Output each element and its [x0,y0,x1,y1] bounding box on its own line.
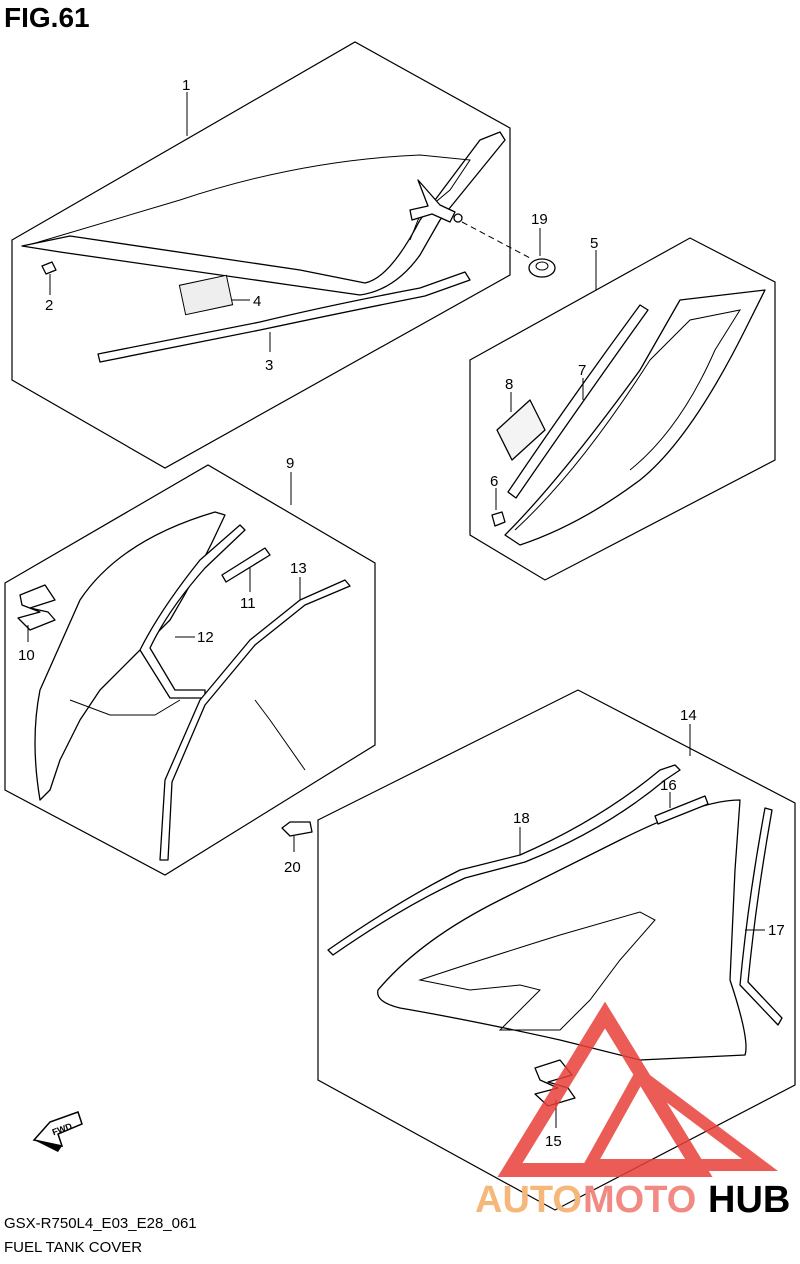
part-20-clip [281,821,313,852]
watermark-moto: MOTO [583,1179,696,1221]
callout-14: 14 [680,707,697,724]
part-9-cover [34,511,226,801]
watermark-logo [497,1001,778,1177]
dash-line-19 [461,221,531,259]
part-12-trim [139,524,246,699]
callout-2: 2 [45,297,53,314]
callout-12: 12 [197,629,214,646]
callout-13: 13 [290,560,307,577]
callout-1: 1 [182,77,190,94]
part-3-strip [97,271,471,363]
part-13-return [254,699,306,771]
part-11-strip [221,547,271,583]
model-code: GSX-R750L4_E03_E28_061 [4,1215,197,1232]
callout-8: 8 [505,376,513,393]
callout-5: 5 [590,235,598,252]
part-14-cover [377,799,747,1061]
logo-triangle-inner [579,1066,778,1171]
callout-10: 10 [18,647,35,664]
panel-outline-1 [11,41,511,469]
part-9-inner-line [69,699,181,716]
part-7-strip [507,304,649,499]
part-13-trim [159,579,351,861]
panel-group-14 [317,689,796,1211]
part-18-strip [327,764,681,956]
part-6-clip [491,511,506,527]
callout-11: 11 [240,595,256,612]
part-1-bracket [409,179,456,223]
callout-20: 20 [284,859,301,876]
part-10-emblem [17,584,56,631]
part-14-inner-line [418,911,656,1031]
part-8-pad [496,399,546,461]
panel-group-9 [4,464,376,876]
part-1-cover-frame [21,131,506,296]
callout-9: 9 [286,455,294,472]
callout-3: 3 [265,357,273,374]
watermark-auto: AUTO [475,1179,582,1221]
callout-19: 19 [531,211,548,228]
panel-group-5 [469,237,776,581]
part-17-trim [739,807,783,1026]
part-5-side-cover [504,289,766,546]
panel-outline-14 [317,689,796,1211]
section-name: FUEL TANK COVER [4,1239,143,1256]
callout-7: 7 [578,362,586,379]
part-1-bolt [453,213,463,223]
panel-group-1 [11,41,531,469]
part-2-clip [41,261,57,275]
callout-6: 6 [490,473,498,490]
callout-15: 15 [545,1133,562,1150]
part-5-inner-line [514,309,742,531]
part-16-strip [654,795,709,825]
panel-outline-5 [469,237,776,581]
part-1-inner-line [31,154,471,245]
callout-4: 4 [253,293,261,310]
callout-18: 18 [513,810,530,827]
watermark-hub: HUB [708,1179,790,1221]
panel-outline-9 [4,464,376,876]
callout-16: 16 [660,777,677,794]
figure-title: FIG.61 [4,2,90,33]
callout-17: 17 [768,922,785,939]
part-19-grommet [528,228,556,278]
part-4-mesh-pad [178,274,234,316]
fwd-arrow-icon: FWD [32,1111,83,1152]
